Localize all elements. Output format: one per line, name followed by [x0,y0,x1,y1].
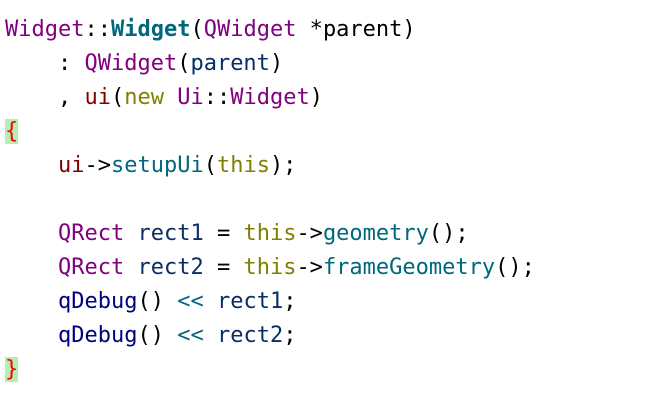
code-token: ; [283,323,297,348]
code-token: ui [57,153,85,178]
code-token: rect1 [216,289,284,314]
code-token: -> [296,255,323,280]
code-token: rect2 [216,323,284,348]
code-token: << [177,289,204,314]
code-token: rect1 [137,221,204,246]
code-token: Widget [110,17,191,42]
code-token: ( [177,51,191,76]
code-token [5,221,58,246]
code-line[interactable]: ui->setupUi(this); [5,149,535,183]
code-token: << [177,323,204,348]
code-line[interactable]: QRect rect1 = this->geometry(); [5,217,535,251]
code-token: parent [322,17,403,42]
code-line[interactable] [5,183,535,217]
code-token: ; [283,289,297,314]
code-token [124,221,137,246]
code-token: = [203,255,244,280]
code-token: -> [84,153,111,178]
code-line[interactable]: , ui(new Ui::Widget) [5,81,535,115]
code-token: () [137,323,178,348]
code-token: ( [110,85,125,110]
code-token: Widget [5,17,85,42]
code-line[interactable]: qDebug() << rect2; [5,319,535,353]
code-token: frameGeometry [322,255,496,280]
code-token: Ui [177,85,204,110]
code-token [5,255,58,280]
code-token [204,323,217,348]
code-token: ( [203,153,217,178]
code-token [5,289,58,314]
code-token: :: [84,17,111,42]
code-token [5,153,58,178]
code-token [124,255,137,280]
code-token: this [243,255,297,280]
code-token: ui [84,85,111,110]
code-token: parent [190,51,270,76]
code-token: , [57,85,85,110]
code-line[interactable]: QRect rect2 = this->frameGeometry(); [5,251,535,285]
code-token: : [57,51,85,76]
code-line[interactable]: { [5,115,535,149]
code-line[interactable]: } [5,353,535,387]
code-token: setupUi [110,153,204,178]
matched-brace: { [5,119,19,144]
code-token: QWidget [84,51,178,76]
code-token: qDebug [57,289,138,314]
code-token: rect2 [137,255,204,280]
code-token: QRect [57,221,125,246]
code-token: QRect [57,255,125,280]
code-token [204,289,217,314]
code-token: ( [190,17,204,42]
code-token: new [124,85,164,110]
code-token: geometry [322,221,429,246]
code-token: ) [269,51,284,76]
code-token: -> [296,221,323,246]
code-token: (); [495,255,535,280]
code-token: * [296,17,323,42]
code-editor[interactable]: Widget::Widget(QWidget *parent) : QWidge… [5,13,535,387]
code-token: Widget [230,85,310,110]
code-line[interactable]: qDebug() << rect1; [5,285,535,319]
code-token: ) [309,85,323,110]
code-line[interactable]: Widget::Widget(QWidget *parent) [5,13,535,47]
code-token: ); [269,153,297,178]
code-token: qDebug [57,323,138,348]
matched-brace: } [5,357,19,382]
code-token [164,85,177,110]
code-token: :: [203,85,231,110]
code-token: = [203,221,244,246]
code-token: this [243,221,297,246]
code-token: () [137,289,178,314]
code-line[interactable]: : QWidget(parent) [5,47,535,81]
code-token: (); [428,221,469,246]
code-token [5,85,58,110]
code-token [5,51,58,76]
code-token: this [216,153,270,178]
code-token: ) [402,17,416,42]
code-token: QWidget [203,17,297,42]
code-token [5,323,58,348]
